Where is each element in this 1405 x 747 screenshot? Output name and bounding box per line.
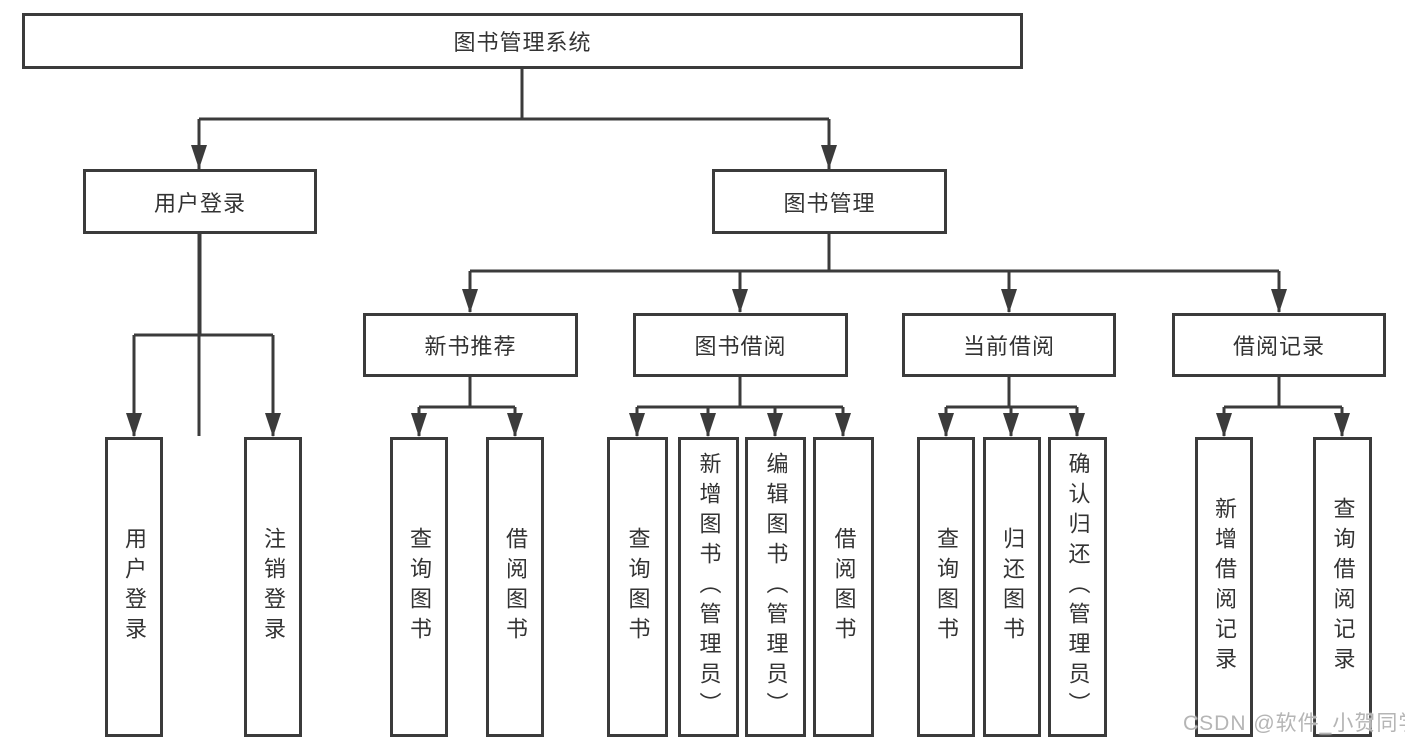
leaf-newbook-query-books: 查询图书 (390, 437, 448, 737)
node-new-book-recommend: 新书推荐 (363, 313, 578, 377)
leaf-logout: 注销登录 (244, 437, 302, 737)
node-borrow-records: 借阅记录 (1172, 313, 1386, 377)
node-library-system: 图书管理系统 (22, 13, 1023, 69)
node-current-borrow: 当前借阅 (902, 313, 1116, 377)
leaf-borrow-edit-books-admin: 编辑图书（管理员） (745, 437, 806, 737)
csdn-watermark: CSDN @软件_小贺同学 (1183, 712, 1405, 735)
leaf-borrow-borrow-books: 借阅图书 (813, 437, 874, 737)
leaf-current-return-books: 归还图书 (983, 437, 1041, 737)
leaf-records-add-record: 新增借阅记录 (1195, 437, 1253, 737)
node-book-borrow: 图书借阅 (633, 313, 848, 377)
leaf-records-query-record: 查询借阅记录 (1313, 437, 1372, 737)
leaf-newbook-borrow-books: 借阅图书 (486, 437, 544, 737)
leaf-current-confirm-return-admin: 确认归还（管理员） (1048, 437, 1107, 737)
leaf-borrow-query-books: 查询图书 (607, 437, 668, 737)
leaf-borrow-add-books-admin: 新增图书（管理员） (678, 437, 739, 737)
node-user-login: 用户登录 (83, 169, 317, 234)
node-book-management: 图书管理 (712, 169, 947, 234)
leaf-user-login: 用户登录 (105, 437, 163, 737)
leaf-current-query-books: 查询图书 (917, 437, 975, 737)
